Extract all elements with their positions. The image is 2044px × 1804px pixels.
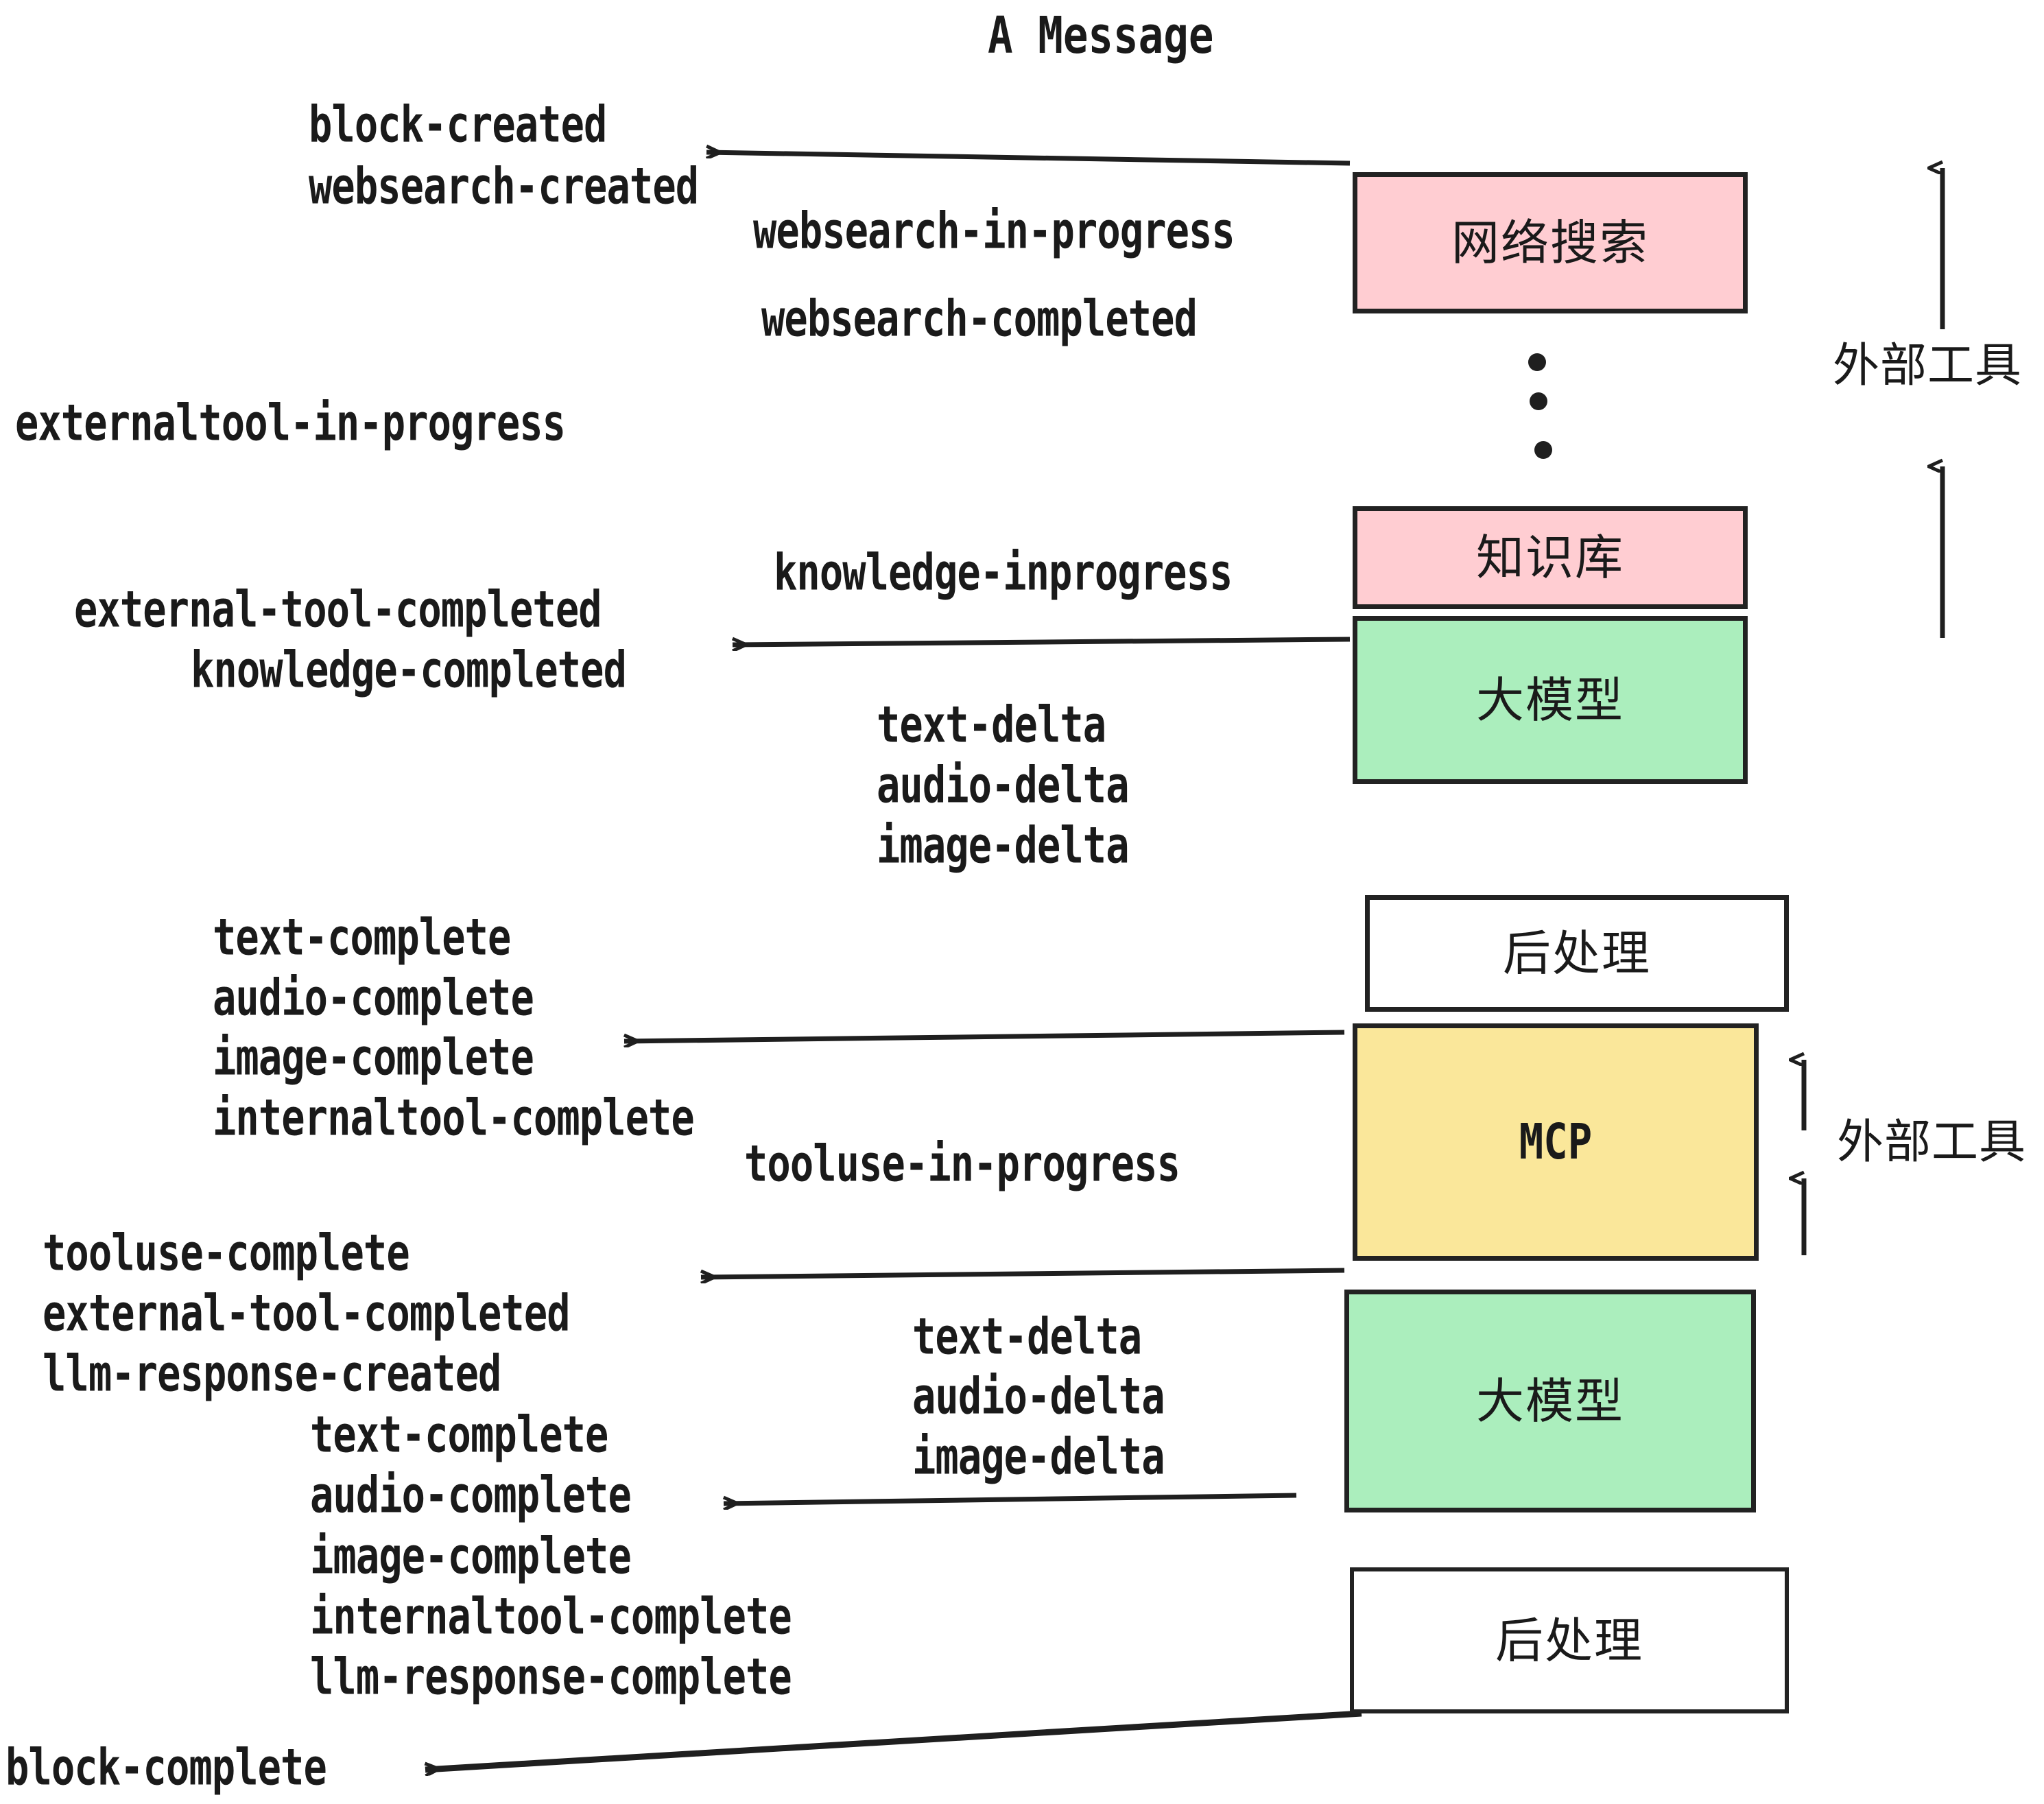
node-knowledge-label: 知识库 — [1476, 530, 1624, 586]
event-label-websearch-in-progress: websearch-in-progress — [753, 200, 1235, 261]
event-label-block-created: block-created — [309, 94, 607, 154]
event-label-image-complete-top: image-complete — [213, 1027, 534, 1087]
event-label-knowledge-inprogress: knowledge-inprogress — [774, 542, 1233, 602]
event-label-tooluse-complete: tooluse-complete — [43, 1222, 410, 1283]
arrow-websearch-to-block-created — [706, 152, 1351, 166]
arrow-postprocess-bottom-to-block-complete — [425, 1710, 1362, 1770]
arrow-postprocess-to-image-complete — [624, 1030, 1345, 1041]
node-mcp[interactable]: MCP — [1353, 1023, 1759, 1261]
event-label-image-complete-bottom: image-complete — [310, 1526, 632, 1586]
event-label-internaltool-complete-bottom: internaltool-complete — [310, 1586, 792, 1646]
arrow-knowledge-to-completed — [733, 637, 1351, 645]
node-websearch-label: 网络搜索 — [1451, 215, 1649, 271]
node-postprocess-top[interactable]: 后处理 — [1365, 895, 1789, 1012]
event-label-text-delta-bottom: text-delta — [912, 1306, 1142, 1366]
node-llm-bottom[interactable]: 大模型 — [1344, 1290, 1756, 1512]
ellipsis-dot — [1530, 392, 1547, 410]
event-label-image-delta-bottom: image-delta — [912, 1426, 1165, 1486]
event-label-tooluse-in-progress: tooluse-in-progress — [744, 1133, 1180, 1194]
node-postprocess-bottom[interactable]: 后处理 — [1350, 1567, 1789, 1713]
event-label-block-complete: block-complete — [5, 1737, 327, 1797]
node-postprocess-top-label: 后处理 — [1503, 925, 1651, 982]
event-label-image-delta-top: image-delta — [877, 815, 1130, 875]
page-title: A Message — [988, 7, 1214, 66]
event-label-externaltool-in-progress: externaltool-in-progress — [15, 392, 566, 453]
event-label-websearch-completed: websearch-completed — [761, 288, 1198, 348]
event-label-audio-complete-bottom: audio-complete — [310, 1464, 632, 1525]
node-llm-bottom-label: 大模型 — [1476, 1373, 1624, 1429]
event-label-llm-response-complete: llm-response-complete — [310, 1646, 792, 1707]
event-label-audio-delta-top: audio-delta — [877, 755, 1130, 815]
arrow-llm-bottom-to-audio-complete — [724, 1493, 1297, 1504]
label-external-tools-bottom: 外部工具 — [1837, 1115, 2027, 1170]
ellipsis-dot — [1528, 353, 1546, 371]
arrow-mcp-to-tooluse-complete — [701, 1268, 1345, 1277]
event-label-audio-delta-bottom: audio-delta — [912, 1366, 1165, 1426]
node-llm-top[interactable]: 大模型 — [1353, 616, 1748, 784]
event-label-text-complete-bottom: text-complete — [310, 1404, 608, 1464]
node-websearch[interactable]: 网络搜索 — [1353, 172, 1748, 313]
event-label-external-tool-completed-bottom: external-tool-completed — [43, 1283, 571, 1343]
node-postprocess-bottom-label: 后处理 — [1495, 1612, 1643, 1669]
event-label-internaltool-complete-top: internaltool-complete — [213, 1087, 695, 1148]
event-label-llm-response-created: llm-response-created — [43, 1343, 501, 1403]
event-label-text-delta-top: text-delta — [877, 694, 1106, 755]
event-label-audio-complete-top: audio-complete — [213, 967, 534, 1028]
label-external-tools-top: 外部工具 — [1833, 339, 2023, 393]
node-knowledge[interactable]: 知识库 — [1353, 506, 1748, 609]
event-label-websearch-created: websearch-created — [309, 156, 699, 216]
event-label-external-tool-completed: external-tool-completed — [74, 579, 602, 639]
node-mcp-label: MCP — [1519, 1113, 1593, 1171]
ellipsis-dot — [1534, 441, 1552, 459]
event-label-knowledge-completed: knowledge-completed — [191, 639, 627, 700]
node-llm-top-label: 大模型 — [1476, 672, 1624, 728]
event-label-text-complete-top: text-complete — [213, 907, 511, 967]
